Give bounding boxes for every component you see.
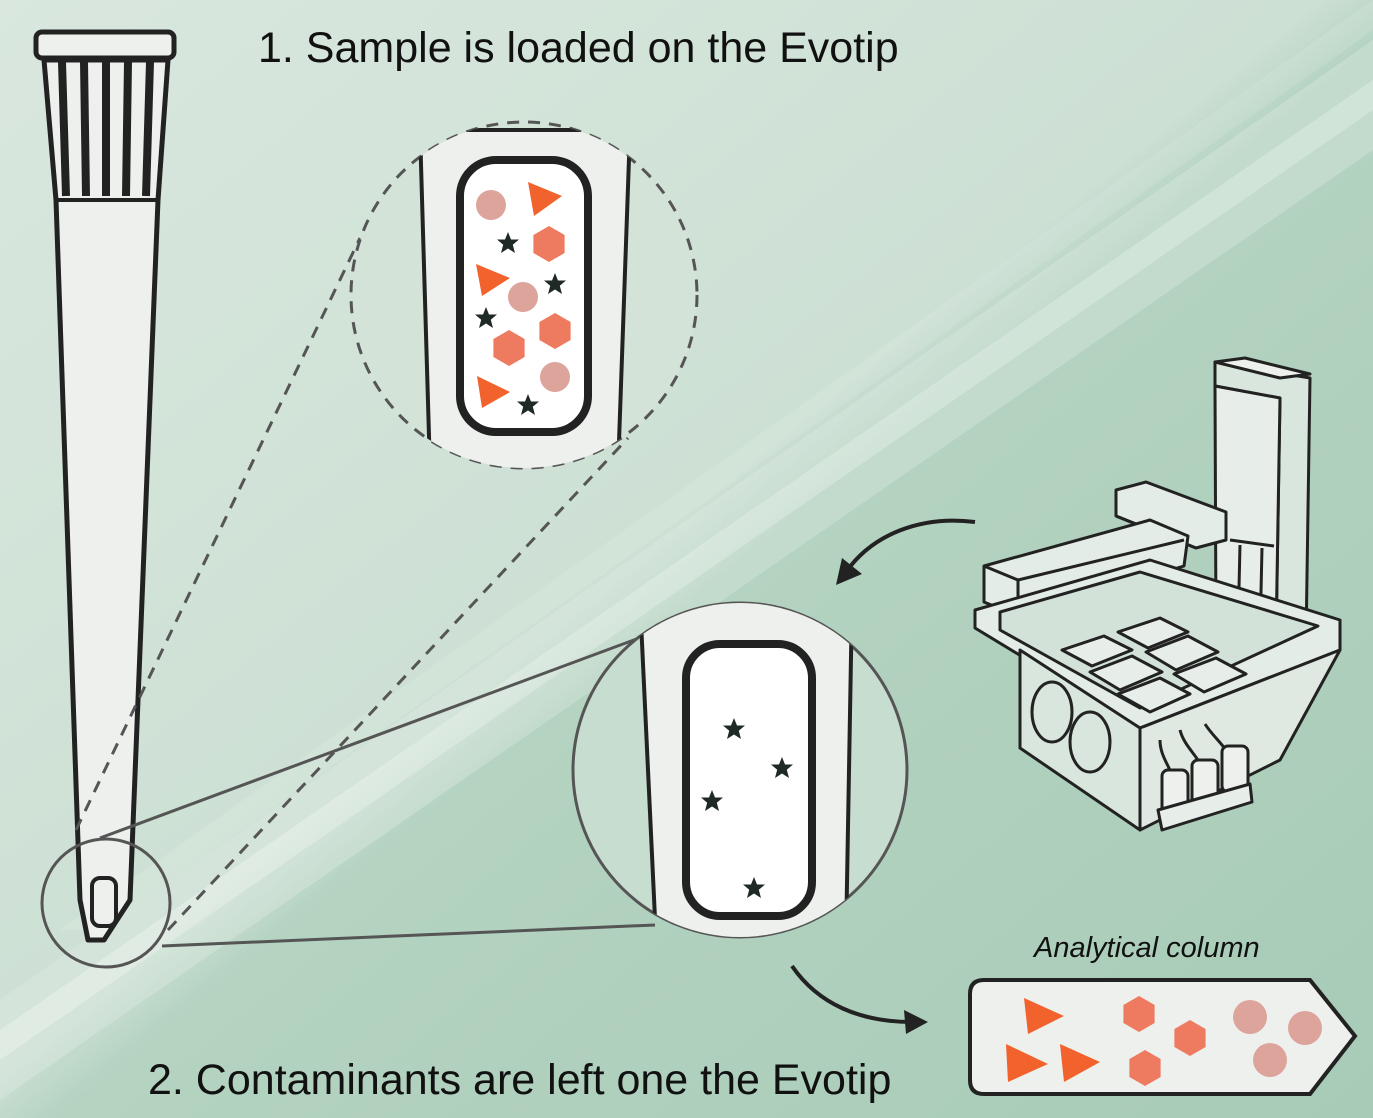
peptide-circle xyxy=(540,362,570,392)
step2-caption: 2. Contaminants are left one the Evotip xyxy=(148,1056,892,1104)
evotip-icon xyxy=(33,29,177,943)
sample-magnifier xyxy=(349,120,699,470)
arrow-to-column xyxy=(790,964,928,1034)
peptide-triangle xyxy=(476,264,510,296)
peptide-circle xyxy=(508,282,538,312)
peptide-circle xyxy=(1288,1011,1322,1045)
zoom-connectors xyxy=(74,237,656,948)
contaminants-magnifier xyxy=(571,601,909,939)
peptide-triangle xyxy=(1060,1044,1100,1082)
tip-magnifier-ring xyxy=(40,837,172,969)
peptide-triangle xyxy=(1006,1044,1048,1082)
peptide-circle xyxy=(476,190,506,220)
analytical-column-label: Analytical column xyxy=(1034,932,1260,964)
peptide-circle xyxy=(1233,1000,1267,1034)
peptide-triangle xyxy=(477,376,510,408)
peptide-triangle xyxy=(528,182,562,216)
peptide-triangle xyxy=(1024,998,1064,1034)
arrow-to-magnifier xyxy=(836,518,976,585)
sample-particles xyxy=(475,182,571,415)
step1-caption: 1. Sample is loaded on the Evotip xyxy=(258,24,899,72)
evosep-instrument-icon xyxy=(973,356,1342,832)
analytical-column-icon xyxy=(968,978,1358,1096)
peptide-circle xyxy=(1253,1043,1287,1077)
